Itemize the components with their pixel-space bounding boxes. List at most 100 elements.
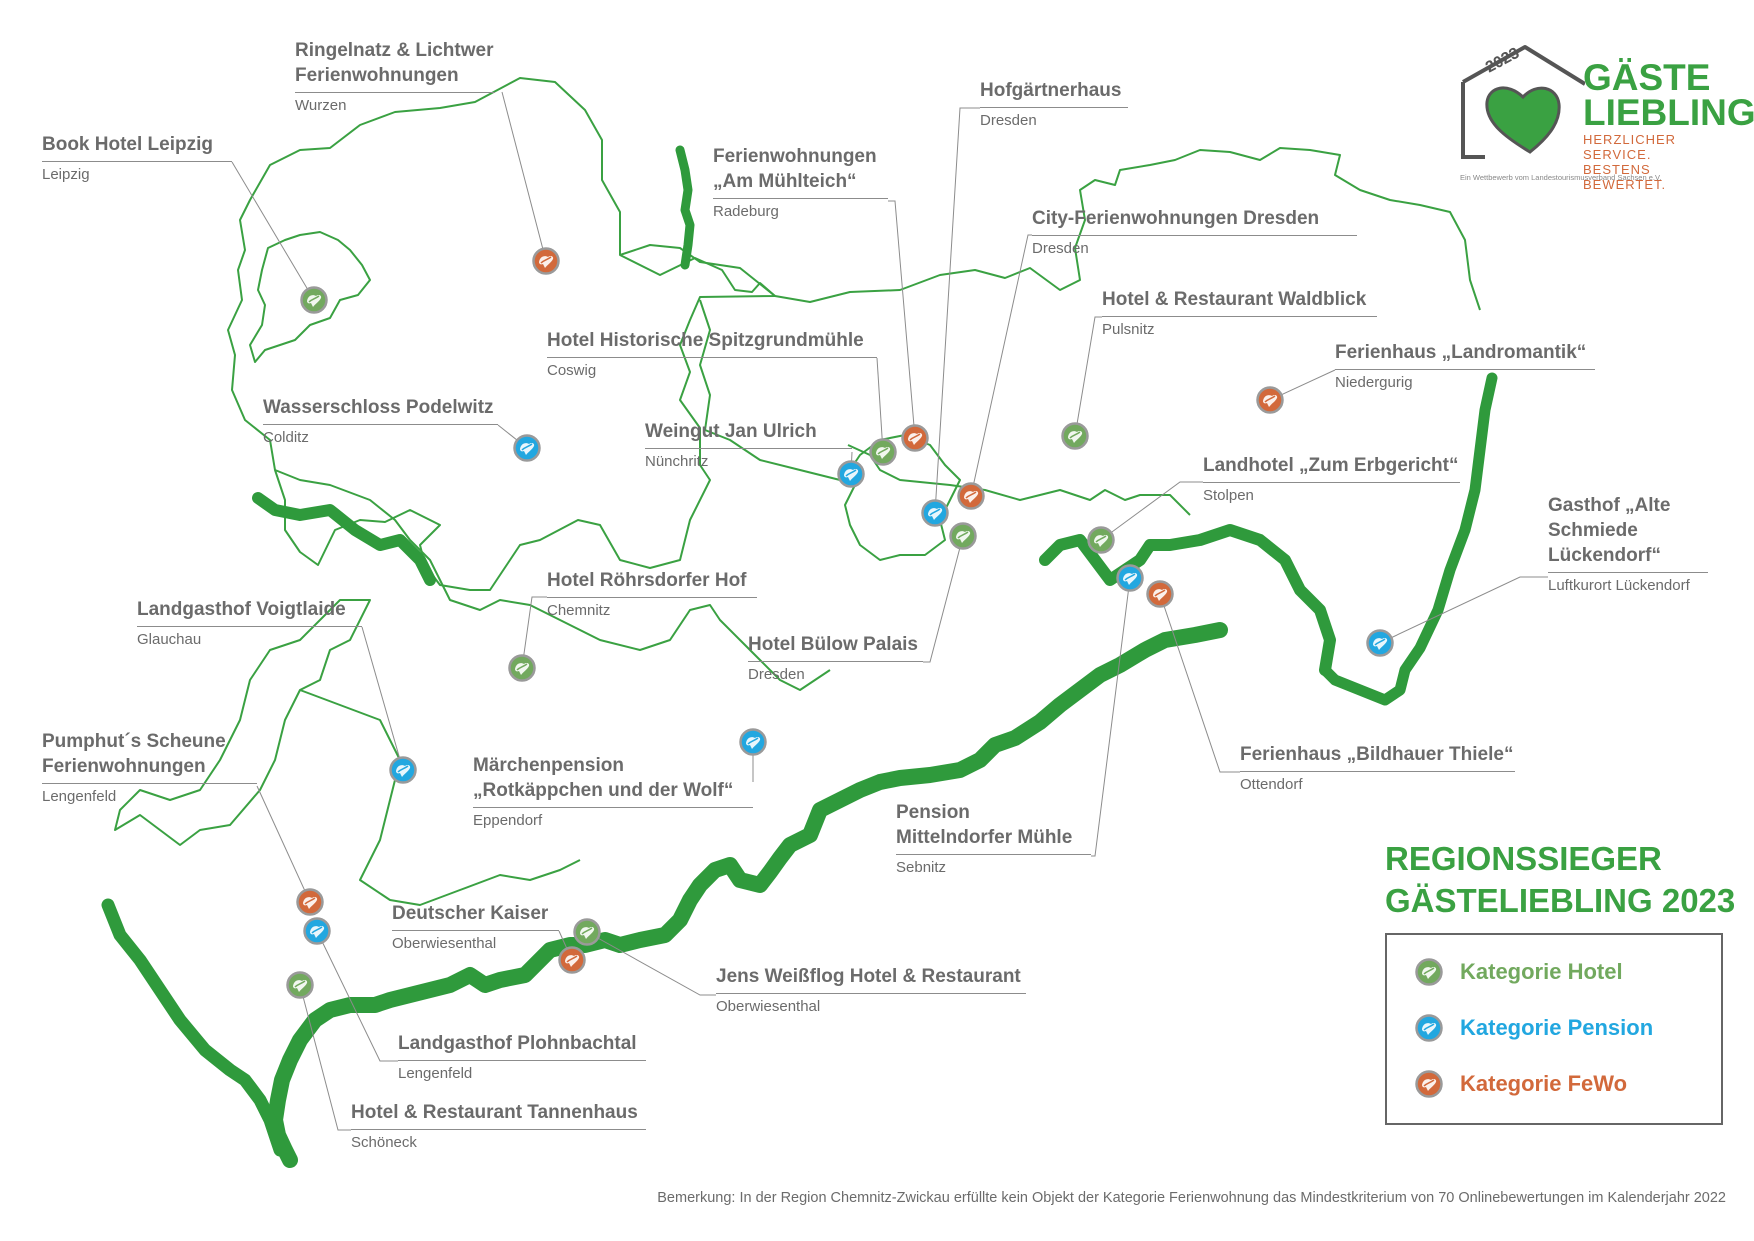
leader-line — [1379, 576, 1548, 644]
hotel-marker-icon[interactable] — [869, 438, 897, 466]
pension-marker-icon[interactable] — [513, 434, 541, 462]
leader-line — [888, 200, 916, 439]
legend-label-hotel: Kategorie Hotel — [1460, 959, 1623, 984]
border-north-east-small — [675, 145, 695, 270]
winner-place: Lengenfeld — [398, 1065, 473, 1082]
winner-name: Deutscher Kaiser — [392, 903, 549, 924]
fewo-marker-icon[interactable] — [901, 424, 929, 452]
page-title: REGIONSSIEGER GÄSTELIEBLING 2023 — [1385, 838, 1735, 922]
logo-title-line2: LIEBLING — [1583, 92, 1754, 133]
label-underline — [896, 854, 1091, 855]
label-underline — [137, 626, 362, 627]
hotel-marker-icon[interactable] — [300, 286, 328, 314]
leader-line — [316, 930, 398, 1062]
leader-line — [934, 107, 980, 514]
label-underline — [716, 993, 1026, 994]
label-underline — [1203, 482, 1460, 483]
hotel-marker-icon — [1415, 958, 1443, 986]
hotel-marker-icon[interactable] — [1061, 422, 1089, 450]
leader-line — [521, 596, 547, 669]
label-underline — [42, 161, 232, 162]
winner-place: Dresden — [1032, 240, 1089, 257]
house-wall — [1461, 82, 1485, 159]
winner-name: City-Ferienwohnungen Dresden — [1032, 208, 1320, 229]
fewo-marker-icon[interactable] — [296, 888, 324, 916]
winner-label: Ferienhaus „Landromantik“Niedergurig — [1335, 340, 1586, 391]
pension-marker-icon[interactable] — [739, 728, 767, 756]
winner-place: Nünchritz — [645, 453, 709, 470]
legend-item-fewo: Kategorie FeWo — [1387, 1069, 1627, 1099]
state-border — [101, 145, 1498, 1168]
winner-name: Book Hotel Leipzig — [42, 134, 213, 155]
hotel-marker-icon[interactable] — [286, 971, 314, 999]
label-underline — [1548, 572, 1708, 573]
winner-place: Leipzig — [42, 166, 90, 183]
hotel-marker-icon[interactable] — [1087, 526, 1115, 554]
winner-name: Wasserschloss Podelwitz — [263, 397, 494, 418]
winner-label: Landhotel „Zum Erbgericht“Stolpen — [1203, 453, 1458, 504]
winner-place: Chemnitz — [547, 602, 611, 619]
winner-place: Colditz — [263, 429, 309, 446]
winner-place: Dresden — [748, 666, 805, 683]
hotel-marker-icon[interactable] — [573, 918, 601, 946]
pension-marker-icon[interactable] — [303, 917, 331, 945]
winner-place: Radeburg — [713, 203, 779, 220]
gaesteliebling-logo: 2023 GÄSTE LIEBLING HERZLICHER SERVICE. … — [1445, 42, 1754, 192]
leipzig-city-outline — [249, 231, 371, 363]
label-underline — [351, 1129, 646, 1130]
border-czech-east — [1039, 524, 1336, 676]
logo-title-line1: GÄSTE — [1583, 57, 1711, 98]
leader-line — [231, 161, 315, 301]
label-underline — [263, 424, 498, 425]
winner-name: Hofgärtnerhaus — [980, 80, 1122, 101]
fewo-marker-icon[interactable] — [957, 482, 985, 510]
winner-name: Hotel Historische Spitzgrundmühle — [547, 330, 864, 351]
hotel-marker-icon[interactable] — [949, 522, 977, 550]
leader-line — [501, 91, 547, 262]
pension-marker-icon[interactable] — [921, 499, 949, 527]
label-underline — [295, 92, 495, 93]
winner-name: Landgasthof Plohnbachtal — [398, 1033, 637, 1054]
winner-place: Eppendorf — [473, 812, 543, 829]
label-underline — [392, 930, 559, 931]
winner-place: Pulsnitz — [1102, 321, 1155, 338]
pension-marker-icon[interactable] — [837, 460, 865, 488]
pension-marker-icon[interactable] — [389, 756, 417, 784]
label-underline — [980, 107, 1128, 108]
label-underline — [473, 807, 753, 808]
pension-marker-icon[interactable] — [1116, 564, 1144, 592]
winner-place: Dresden — [980, 112, 1037, 129]
logo-slogan: HERZLICHER SERVICE. BESTENS BEWERTET. — [1583, 132, 1727, 192]
fewo-marker-icon[interactable] — [1256, 386, 1284, 414]
pension-marker-icon[interactable] — [1366, 629, 1394, 657]
leader-line — [1074, 316, 1102, 437]
winner-name: Hotel Röhrsdorfer Hof — [547, 570, 747, 591]
winner-place: Oberwiesenthal — [716, 998, 821, 1015]
label-underline — [1335, 369, 1595, 370]
leader-line — [1091, 577, 1131, 857]
label-underline — [547, 597, 757, 598]
winner-place: Luftkurort Lückendorf — [1548, 577, 1690, 594]
fewo-marker-icon[interactable] — [532, 247, 560, 275]
logo-slogan-line1: HERZLICHER SERVICE. — [1583, 132, 1677, 162]
fewo-marker-icon[interactable] — [1146, 580, 1174, 608]
winner-place: Niedergurig — [1335, 374, 1413, 391]
label-underline — [748, 661, 923, 662]
border-west-leipzig — [252, 492, 436, 586]
legend: Kategorie Hotel Kategorie Pension Katego… — [1385, 933, 1723, 1125]
border-czech-main — [267, 622, 1228, 1168]
leader-line — [923, 535, 964, 663]
fewo-marker-icon[interactable] — [558, 946, 586, 974]
hotel-marker-icon[interactable] — [508, 654, 536, 682]
region-dresden-outline — [619, 147, 1481, 311]
